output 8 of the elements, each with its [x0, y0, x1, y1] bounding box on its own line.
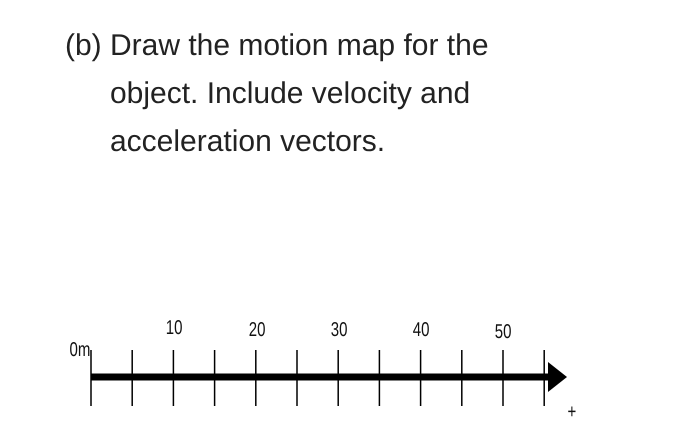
tick-label: 40	[412, 320, 430, 340]
tick-label: 50	[494, 322, 512, 342]
tick-label: 30	[330, 320, 348, 340]
tick-label: 0m	[69, 340, 90, 360]
direction-sign: +	[567, 402, 576, 422]
question-text: (b) Draw the motion map for the object. Include velocity and acceleration vectors.	[65, 28, 490, 160]
tick-label: 20	[248, 320, 266, 340]
tick-label: 10	[166, 318, 182, 338]
